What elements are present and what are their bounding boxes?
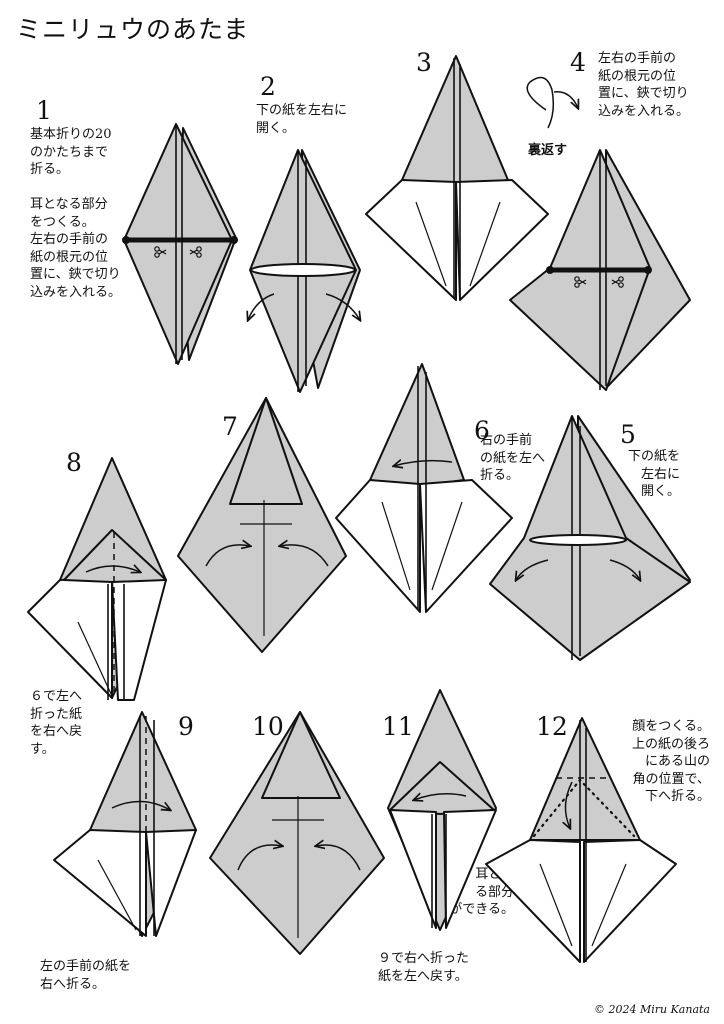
flip-over-icon	[526, 76, 578, 129]
step-3-diagram	[365, 55, 549, 301]
page-title: ミニリュウのあたま	[16, 15, 250, 44]
copyright: © 2024 Miru Kanata	[593, 1003, 710, 1016]
step-1-number: 1	[36, 96, 52, 125]
step-4-number: 4	[570, 48, 586, 77]
step-11-diagram	[387, 689, 497, 931]
step-9-instruction: 左の手前の紙を 右へ折る。	[40, 959, 132, 992]
step-5-number: 5	[620, 420, 636, 449]
step-6-number: 6	[474, 416, 490, 445]
step-8-instruction: ６で左へ 折った紙 を右へ戻 す。	[30, 689, 83, 757]
step-11-instruction: ９で右へ折った 紙を左へ戻す。	[378, 951, 470, 984]
step-6-diagram	[335, 363, 513, 613]
step-7-diagram	[177, 397, 347, 653]
step-5-instruction: 下の紙を 左右に 開く。	[627, 449, 680, 499]
step-12-diagram	[485, 717, 677, 963]
step-9-number: 9	[178, 712, 194, 741]
step-2-number: 2	[260, 72, 276, 101]
step-11-number: 11	[382, 712, 414, 741]
step-2-diagram	[248, 149, 360, 393]
step-10-number: 10	[252, 712, 284, 741]
step-4-diagram	[509, 149, 691, 391]
flip-over-label: 裏返す	[528, 143, 568, 158]
step-9-diagram	[53, 711, 197, 937]
step-10-diagram	[209, 711, 385, 955]
step-4-instruction: 左右の手前の 紙の根元の位 置に、鋏で切り 込みを入れる。	[598, 51, 690, 119]
step-12-number: 12	[536, 712, 568, 741]
step-3-number: 3	[416, 48, 432, 77]
step-2-instruction: 下の紙を左右に 開く。	[256, 103, 348, 136]
step-1-diagram	[122, 123, 238, 365]
step-12-instruction: 顔をつくる。 上の紙の後ろ にある山の 角の位置で、 下へ折る。	[631, 719, 710, 804]
step-6-instruction: 右の手前 の紙を左へ 折る。	[480, 433, 546, 483]
step-5-diagram	[489, 415, 691, 661]
step-7-number: 7	[222, 412, 238, 441]
step-8-number: 8	[66, 448, 82, 477]
step-1-instruction: 基本折りの20 のかたちまで 折る。 耳となる部分 をつくる。 左右の手前の 紙…	[30, 127, 122, 300]
step-8-diagram	[27, 457, 167, 701]
